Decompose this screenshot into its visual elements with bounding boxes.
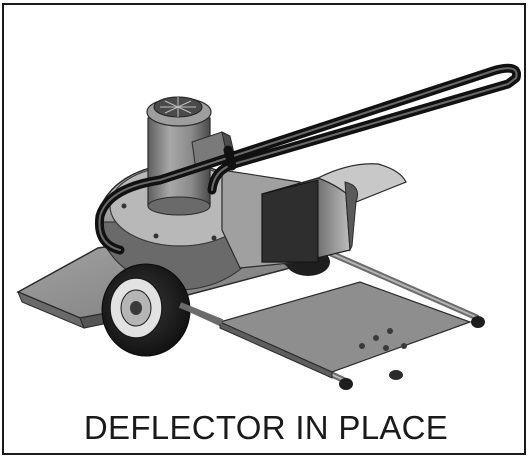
tray-foot-cap xyxy=(471,316,485,328)
figure-caption: DEFLECTOR IN PLACE xyxy=(83,409,449,446)
front-wheel xyxy=(101,263,191,357)
discharge-deflector xyxy=(261,163,407,263)
axle-rod xyxy=(178,302,224,325)
tray-plate xyxy=(218,281,472,380)
handle xyxy=(94,63,522,255)
tray-foot-cap xyxy=(339,378,353,390)
